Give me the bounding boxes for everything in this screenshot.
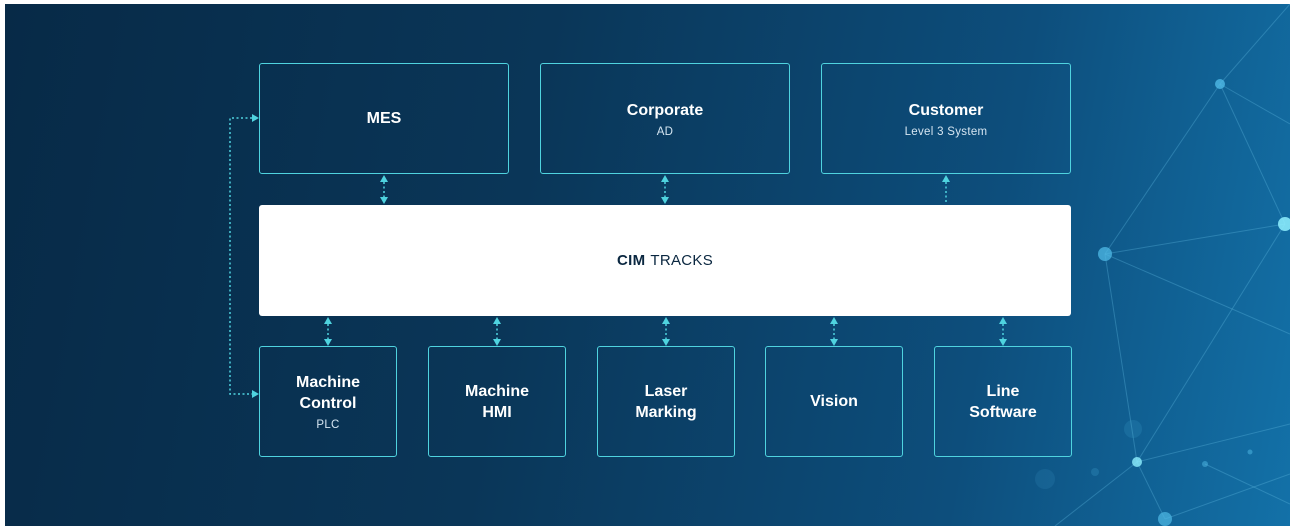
arrowhead	[830, 339, 838, 346]
diagram-canvas: MES Corporate AD Customer Level 3 System…	[5, 4, 1290, 526]
vision-title: Vision	[810, 393, 858, 410]
corporate-title: Corporate	[626, 101, 704, 119]
arrowhead	[662, 317, 670, 324]
cim-tracks-rest: TRACKS	[650, 252, 714, 269]
arrowhead	[380, 175, 388, 182]
cim-tracks-bold: CIM	[616, 252, 646, 269]
customer-box: Customer Level 3 System	[821, 63, 1071, 174]
arrowhead	[942, 175, 950, 182]
corporate-box: Corporate AD	[540, 63, 790, 174]
machine-control-title: Machine Control	[295, 374, 360, 412]
arrowhead	[252, 114, 259, 122]
arrowhead	[661, 175, 669, 182]
arrowhead	[380, 197, 388, 204]
machine-control-box: Machine Control PLC	[259, 346, 397, 457]
arrowhead	[324, 317, 332, 324]
customer-title: Customer	[908, 101, 984, 119]
arrowhead	[662, 339, 670, 346]
connectors	[229, 114, 1007, 398]
machine-control-subtitle: PLC	[316, 419, 340, 431]
mes-machine-control-loop	[229, 117, 252, 395]
network-decoration	[1035, 4, 1290, 526]
line-software-title: Line Software	[969, 382, 1037, 421]
mes-box: MES	[259, 63, 509, 174]
arrowhead	[324, 339, 332, 346]
machine-hmi-box: Machine HMI	[428, 346, 566, 457]
customer-subtitle: Level 3 System	[904, 125, 988, 138]
mes-title: MES	[366, 110, 402, 127]
cim-tracks-block: CIM TRACKS	[259, 205, 1071, 316]
arrowhead	[830, 317, 838, 324]
arrowhead	[493, 317, 501, 324]
machine-hmi-title: Machine HMI	[464, 382, 529, 421]
vision-box: Vision	[765, 346, 903, 457]
laser-marking-title: Laser Marking	[635, 382, 697, 421]
arrowhead	[999, 339, 1007, 346]
laser-marking-box: Laser Marking	[597, 346, 735, 457]
line-software-box: Line Software	[934, 346, 1072, 457]
arrowhead	[252, 390, 259, 398]
arrowhead	[661, 197, 669, 204]
arrowhead	[493, 339, 501, 346]
arrowhead	[999, 317, 1007, 324]
corporate-subtitle: AD	[656, 125, 674, 138]
